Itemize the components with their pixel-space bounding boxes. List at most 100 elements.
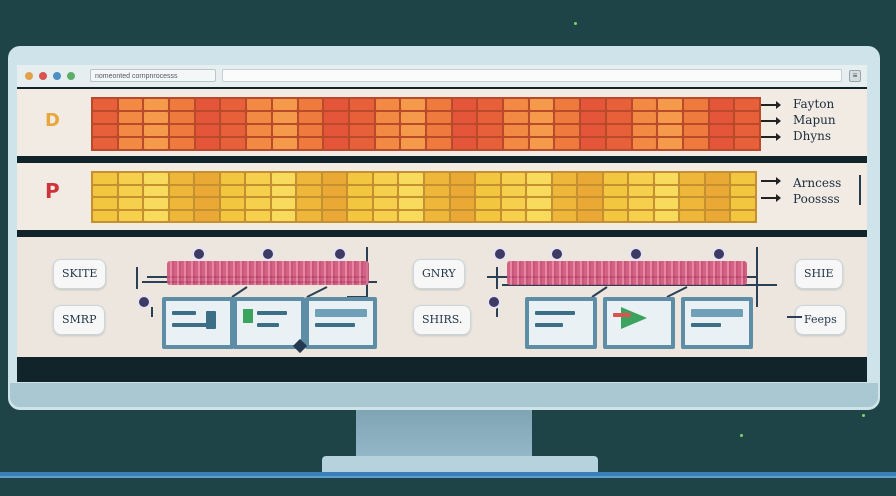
arrow-icon [761,133,781,141]
heatmap-cell [324,99,348,110]
heatmap-cell [529,138,554,149]
heatmap-cell [476,210,500,221]
heatmap-cell [632,99,657,110]
heatmap-cell [476,198,500,209]
panel-top-badge: D [45,110,60,131]
label-fayton: Fayton [793,97,835,111]
module-box[interactable] [233,297,305,349]
heatmap-cell [144,112,169,123]
heatmap-cell [272,112,297,123]
pill-gnry[interactable]: GNRY [413,259,465,289]
heatmap-cell [450,198,475,209]
heatmap-cell [581,99,605,110]
heatmap-cell [504,125,528,136]
heatmap-cell [552,210,577,221]
heatmap-cell [349,112,374,123]
module-box[interactable] [162,297,234,349]
heatmap-cell [349,138,374,149]
pill-feeps[interactable]: Feeps [795,305,846,335]
heatmap-cell [144,198,168,209]
address-bar[interactable]: nomeonted cornpnrocesss [90,69,216,82]
heatmap-cell [731,173,755,184]
heatmap-cell [504,138,528,149]
heatmap-cell [298,99,323,110]
module-box[interactable] [681,297,753,349]
pill-smrp[interactable]: SMRP [53,305,106,335]
heatmap-cell [272,125,297,136]
browser-dot-icon[interactable] [25,72,33,80]
arrow-icon [761,177,781,185]
heatmap-cell [399,210,423,221]
heatmap-cell [629,185,653,196]
heatmap-cell [247,99,271,110]
heatmap-cell [709,99,734,110]
node-icon[interactable] [493,247,507,261]
heatmap-cell [658,125,682,136]
heatmap-cell [476,185,500,196]
node-icon[interactable] [192,247,206,261]
node-icon[interactable] [261,247,275,261]
heatmap-cell [581,138,605,149]
module-box[interactable] [525,297,597,349]
node-icon[interactable] [712,247,726,261]
heatmap-cell [629,198,653,209]
heatmap-cell [118,173,143,184]
search-input[interactable] [222,69,842,82]
node-icon[interactable] [629,247,643,261]
heatmap-cell [272,99,297,110]
heatmap-cell [427,112,451,123]
heatmap-cell [504,99,528,110]
panel-middle-badge: P [45,179,60,203]
heatmap-cell [298,138,323,149]
module-box[interactable] [305,297,377,349]
arrow-icon [761,101,781,109]
heatmap-cell [578,210,602,221]
heatmap-cell [529,99,554,110]
heatmap-cell [297,173,321,184]
heatmap-cell [632,138,657,149]
heatmap-cell [501,185,526,196]
window-menu-icon[interactable]: ≡ [849,70,861,82]
heatmap-cell [658,112,682,123]
heatmap-cell [705,185,730,196]
heatmap-cell [220,173,245,184]
heatmap-cell [654,173,679,184]
heatmap-cell [680,173,704,184]
heatmap-cell [298,112,323,123]
node-icon[interactable] [487,295,501,309]
heatmap-cell [246,210,270,221]
module-box[interactable] [603,297,675,349]
heatmap-cell [322,185,347,196]
heatmap-cell [373,185,398,196]
heatmap-cell [427,99,451,110]
heatmap-cell [476,173,500,184]
heatmap-cell [348,210,372,221]
node-icon[interactable] [333,247,347,261]
arrow-icon [761,194,781,202]
pill-shie[interactable]: SHIE [795,259,843,289]
browser-dot-icon[interactable] [53,72,61,80]
heatmap-cell [603,173,628,184]
node-icon[interactable] [550,247,564,261]
heatmap-cell [680,198,704,209]
heatmap-cell [603,185,628,196]
heatmap-cell [478,99,503,110]
heatmap-cell [735,138,759,149]
pill-shirs[interactable]: SHIRS. [413,305,472,335]
heatmap-cell [271,198,296,209]
heatmap-cell [221,112,246,123]
heatmap-cell [504,112,528,123]
heatmap-cell [322,173,347,184]
heatmap-cell [93,125,117,136]
heatmap-cell [705,210,730,221]
heatmap-cell [118,138,143,149]
node-icon[interactable] [137,295,151,309]
heatmap-cell [246,173,270,184]
label-mapun: Mapun [793,113,836,127]
heatmap-cell [603,210,628,221]
browser-dot-icon[interactable] [39,72,47,80]
heatmap-cell [478,112,503,123]
browser-dot-icon[interactable] [67,72,75,80]
pill-skite[interactable]: SKITE [53,259,107,289]
heatmap-cell [322,198,347,209]
